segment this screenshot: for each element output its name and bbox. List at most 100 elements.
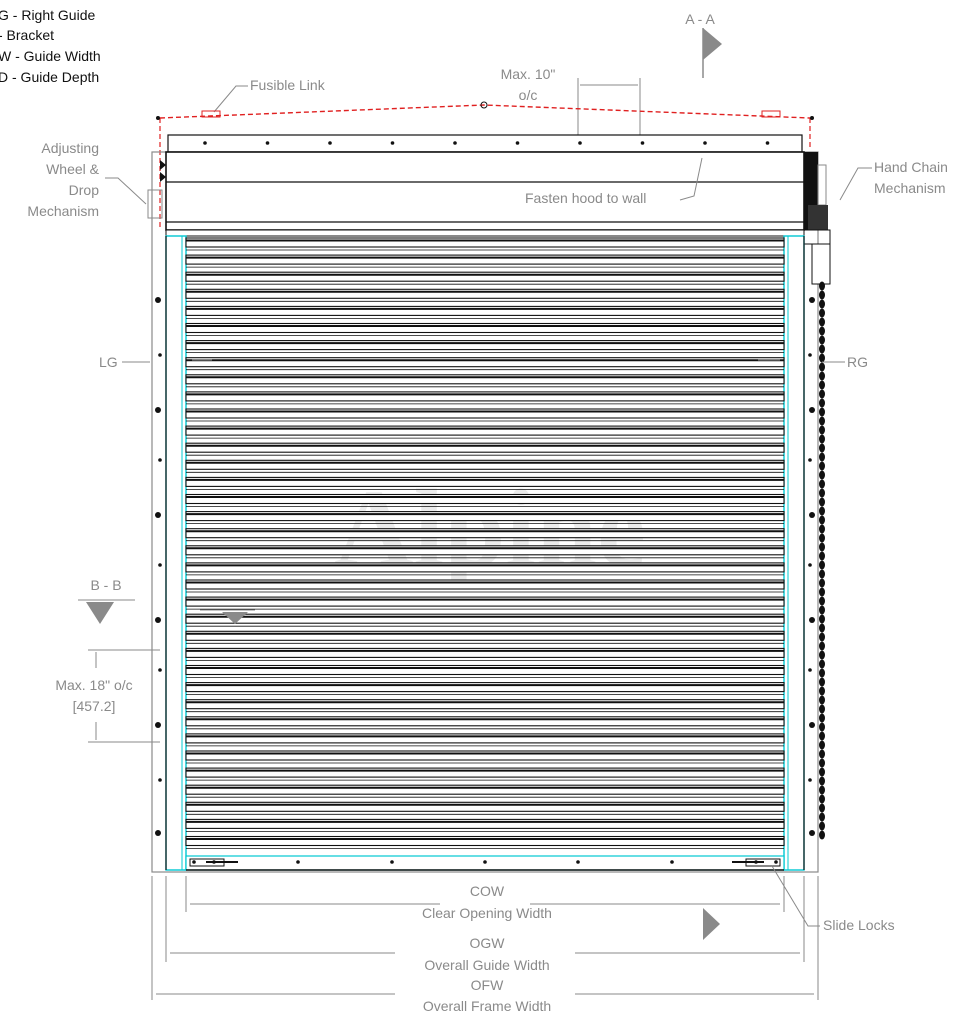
chain-link (819, 434, 825, 444)
curtain-slat (185, 528, 785, 539)
cow-full-label: Clear Opening Width (422, 905, 552, 921)
chain-link (819, 443, 825, 453)
curtain-slat (185, 545, 785, 556)
anchor-bolt (808, 353, 812, 357)
anchor-bolt (155, 830, 161, 836)
chain-link (819, 371, 825, 381)
curtain-slat (185, 237, 785, 248)
chain-link (819, 452, 825, 462)
chain-link (819, 281, 825, 291)
chain-link (819, 506, 825, 516)
ogw-label: OGW (470, 935, 506, 951)
anchor-bolt (809, 617, 815, 623)
chain-link (819, 632, 825, 642)
anchor-bolt (809, 722, 815, 728)
anchor-bolt (158, 778, 162, 782)
curtain-slat (185, 647, 785, 658)
chain-link (819, 497, 825, 507)
curtain-slat (185, 562, 785, 573)
chain-link (819, 614, 825, 624)
anchor-bolt (155, 617, 161, 623)
chain-link (819, 389, 825, 399)
anchor-bolt (158, 353, 162, 357)
chain-link (819, 623, 825, 633)
hood-fastener (765, 141, 770, 145)
hood-fastener (703, 141, 707, 145)
curtain-slat (185, 442, 785, 453)
anchor-bolt (808, 668, 812, 672)
anchor-bolt (155, 407, 161, 413)
bar-fastener (483, 860, 487, 864)
curtain-slat (185, 408, 785, 419)
legend-item: - Bracket (0, 27, 54, 43)
chain-link (819, 641, 825, 651)
chain-link (819, 299, 825, 309)
curtain-slat (185, 511, 785, 522)
chain-link (819, 551, 825, 561)
adjusting-label-1: Adjusting (41, 140, 99, 156)
chain-link (819, 695, 825, 705)
chain-link (819, 659, 825, 669)
chain-link (819, 758, 825, 768)
fusible-link-line (159, 104, 811, 119)
section-aa-label: A - A (685, 11, 715, 27)
anchor-bolt (155, 297, 161, 303)
chain-link (819, 344, 825, 354)
chain-link (819, 713, 825, 723)
chain-link (819, 794, 825, 804)
chain-link (819, 290, 825, 300)
curtain-slat (185, 579, 785, 590)
chain-link (819, 740, 825, 750)
ofw-full-label: Overall Frame Width (423, 998, 551, 1014)
hand-chain-mechanism (803, 152, 831, 840)
curtain-slat (185, 682, 785, 693)
curtain-slat (185, 664, 785, 676)
chain-link (819, 686, 825, 696)
chain-link (819, 308, 825, 318)
chain-link (819, 569, 825, 579)
fasten-hood-label: Fasten hood to wall (525, 190, 646, 206)
adjusting-label-2: Wheel & (46, 161, 100, 177)
hood-fastener (328, 141, 332, 145)
max18-mm-label: [457.2] (73, 698, 116, 714)
curtain-slat (185, 459, 785, 470)
curtain-slat (185, 254, 785, 265)
legend-item: W - Guide Width (0, 48, 101, 64)
hood-fastener (578, 141, 582, 145)
chain-link (819, 416, 825, 426)
hood-fastener (390, 141, 395, 145)
anchor-bolt (808, 778, 812, 782)
right-guide-label: RG (847, 354, 868, 370)
ogw-full-label: Overall Guide Width (424, 957, 549, 973)
chain-link (819, 587, 825, 597)
curtain-slat (185, 750, 785, 761)
hand-chain-label-1: Hand Chain (874, 159, 948, 175)
chain-link (819, 488, 825, 498)
chain-link (819, 785, 825, 795)
fusible-link-label: Fusible Link (250, 77, 326, 93)
curtain-slat (185, 784, 785, 795)
chain-link (819, 749, 825, 759)
curtain-slat (185, 288, 785, 299)
curtain-slat (185, 818, 785, 829)
curtain-slat (185, 733, 785, 744)
curtain-slat (185, 613, 785, 624)
anchor-bolt (809, 297, 815, 303)
chain-link (819, 479, 825, 489)
chain-link (819, 380, 825, 390)
curtain-slat (185, 425, 785, 436)
slide-locks-label: Slide Locks (823, 917, 895, 933)
anchor-bolt (155, 722, 161, 728)
chain-link (819, 677, 825, 687)
curtain-slat (185, 716, 785, 727)
left-guide-label: LG (99, 354, 118, 370)
bottom-bar (185, 855, 785, 871)
chain-link (819, 533, 825, 543)
chain-link (819, 776, 825, 786)
chain-link (819, 542, 825, 552)
chain-link (819, 335, 825, 345)
adjusting-label-3: Drop (69, 182, 100, 198)
chain-link (819, 731, 825, 741)
left-guide (165, 235, 187, 871)
